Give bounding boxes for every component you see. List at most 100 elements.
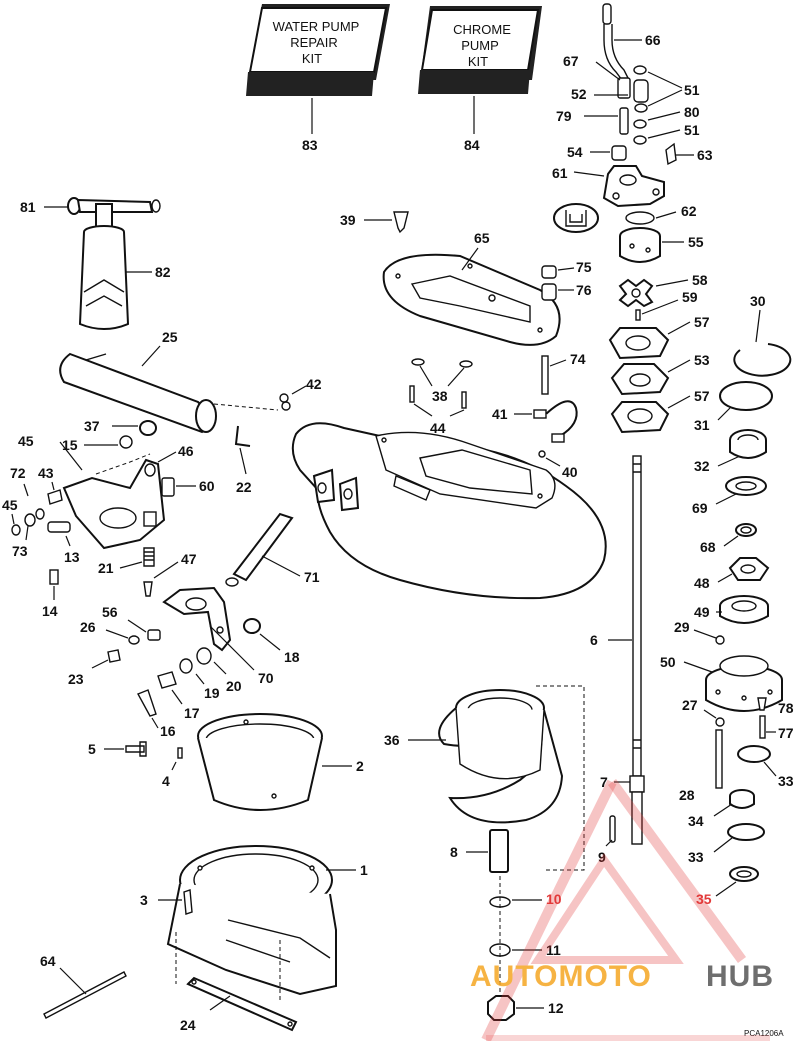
label-36: 36 — [384, 732, 400, 748]
screw-77 — [759, 715, 766, 739]
nut-17 — [157, 671, 177, 689]
label-24: 24 — [180, 1017, 196, 1033]
label-4: 4 — [162, 773, 170, 789]
label-25: 25 — [162, 329, 178, 345]
impeller-36 — [438, 689, 564, 824]
label-73: 73 — [12, 543, 28, 559]
nozzle-2 — [197, 713, 323, 811]
label-48: 48 — [694, 575, 710, 591]
washer-37 — [139, 420, 157, 436]
label-37: 37 — [84, 418, 100, 434]
label-69: 69 — [692, 500, 708, 516]
label-72: 72 — [10, 465, 26, 481]
label-42: 42 — [306, 376, 322, 392]
label-17: 17 — [184, 705, 200, 721]
label-26: 26 — [80, 619, 96, 635]
strap-24 — [186, 976, 298, 1032]
nut-29 — [715, 635, 725, 645]
label-29: 29 — [674, 619, 690, 635]
label-55: 55 — [688, 234, 704, 250]
label-67: 67 — [563, 53, 579, 69]
kit-84-line2: PUMP — [461, 38, 499, 53]
cup-insert-62 — [553, 203, 655, 233]
water-pump-repair-kit-box: WATER PUMP REPAIR KIT — [246, 4, 390, 96]
label-38: 38 — [432, 388, 448, 404]
label-19: 19 — [204, 685, 220, 701]
label-20: 20 — [226, 678, 242, 694]
label-3: 3 — [140, 892, 148, 908]
figure-code: PCA1206A — [744, 1029, 784, 1038]
fasteners-42 — [279, 393, 291, 411]
label-33-top: 33 — [778, 773, 794, 789]
chrome-pump-kit-box: CHROME PUMP KIT — [418, 6, 542, 94]
label-15: 15 — [62, 437, 78, 453]
label-22: 22 — [236, 479, 252, 495]
label-45-top: 45 — [18, 433, 34, 449]
o-ring-51 — [633, 135, 647, 145]
screw-63 — [665, 142, 677, 166]
tube-25 — [59, 352, 217, 434]
label-51-mid: 51 — [684, 122, 700, 138]
label-34: 34 — [688, 813, 704, 829]
label-49: 49 — [694, 604, 710, 620]
label-61: 61 — [552, 165, 568, 181]
label-2: 2 — [356, 758, 364, 774]
retaining-ring-30 — [733, 343, 792, 377]
kit-83-line1: WATER PUMP — [273, 19, 360, 34]
bolt-5 — [125, 741, 147, 757]
seal-35 — [729, 866, 759, 882]
label-74: 74 — [570, 351, 586, 367]
bushings-75-76 — [541, 265, 557, 301]
rod-64 — [43, 971, 127, 1019]
label-51-top: 51 — [684, 82, 700, 98]
label-70: 70 — [258, 670, 274, 686]
label-45-left: 45 — [2, 497, 18, 513]
label-41: 41 — [492, 406, 508, 422]
gasket-57-top — [608, 327, 670, 360]
washer-27 — [715, 717, 725, 727]
bushing-60 — [161, 477, 175, 497]
grommet-54 — [611, 145, 627, 161]
o-ring-33-bottom — [727, 823, 765, 841]
label-5: 5 — [88, 741, 96, 757]
bolt-16 — [137, 689, 157, 717]
washer-68 — [735, 523, 757, 537]
spacer-8 — [489, 829, 509, 873]
bushing-18 — [243, 618, 261, 634]
steering-bracket-46 — [62, 458, 166, 550]
label-12: 12 — [548, 1000, 564, 1016]
label-32: 32 — [694, 458, 710, 474]
label-59: 59 — [682, 289, 698, 305]
label-44: 44 — [430, 420, 446, 436]
label-57-top: 57 — [694, 314, 710, 330]
label-10: 10 — [546, 891, 562, 907]
drive-shaft-6 — [629, 455, 645, 845]
pin-4 — [177, 747, 183, 759]
spring-21 — [143, 547, 155, 567]
impeller-58 — [618, 278, 654, 308]
label-21: 21 — [98, 560, 114, 576]
label-50: 50 — [660, 654, 676, 670]
shift-lever-70 — [162, 586, 232, 652]
plate-53 — [610, 363, 670, 396]
label-43: 43 — [38, 465, 54, 481]
water-tube-66 — [602, 3, 629, 81]
pump-housing-1 — [166, 845, 337, 996]
pin-43 — [47, 489, 63, 505]
o-ring-80 — [633, 119, 647, 129]
label-16: 16 — [160, 723, 176, 739]
label-9: 9 — [598, 849, 606, 865]
bearing-49 — [719, 595, 769, 624]
screw-78 — [757, 697, 767, 711]
intake-housing — [291, 422, 607, 600]
washers-72-73-45 — [11, 508, 45, 536]
label-84: 84 — [464, 137, 480, 153]
label-58: 58 — [692, 272, 708, 288]
cable-71 — [225, 512, 294, 587]
label-60: 60 — [199, 478, 215, 494]
label-13: 13 — [64, 549, 80, 565]
label-79: 79 — [556, 108, 572, 124]
label-78: 78 — [778, 700, 794, 716]
gasket-57-bottom — [610, 401, 670, 434]
